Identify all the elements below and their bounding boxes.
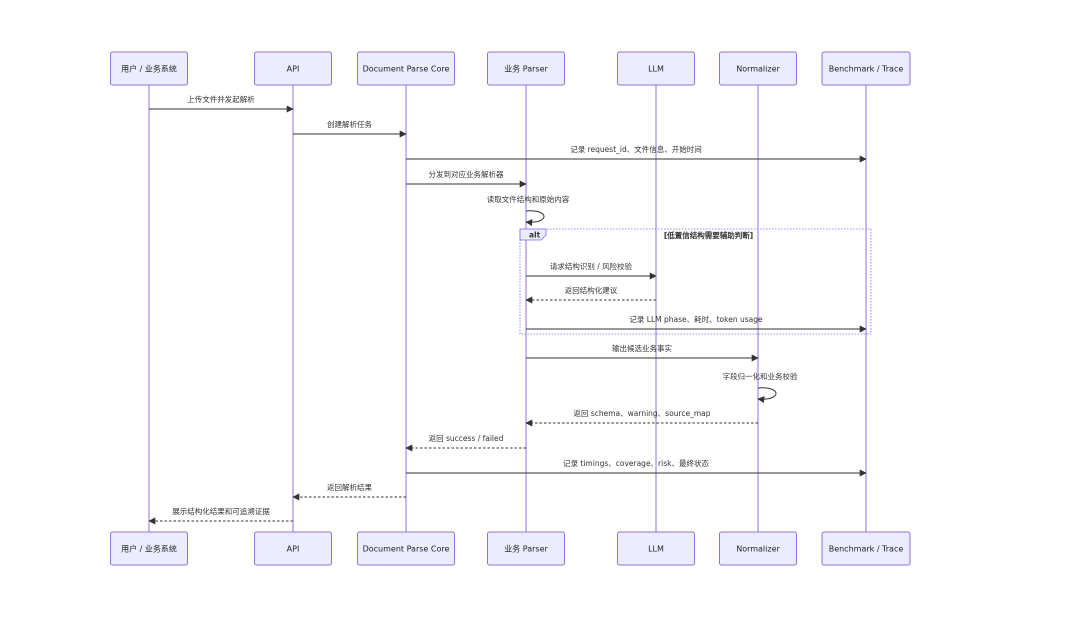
message-label: 上传文件并发起解析 (187, 94, 255, 104)
message-12: 返回 success / failed (405, 434, 526, 452)
message-15: 展示结构化结果和可追溯证据 (148, 506, 293, 525)
alt-keyword: alt (529, 231, 541, 240)
actor-bench-top: Benchmark / Trace (821, 51, 911, 86)
actor-user-top: 用户 / 业务系统 (110, 51, 188, 86)
actor-label: 业务 Parser (504, 64, 548, 74)
message-1: 上传文件并发起解析 (149, 94, 294, 113)
message-13: 记录 timings、coverage、risk、最终状态 (406, 458, 867, 477)
actor-box (357, 531, 455, 566)
message-label: 返回 schema、warning、source_map (573, 409, 710, 418)
message-5: 读取文件结构和原始内容 (487, 194, 570, 227)
alt-block: alt [低置信结构需要辅助判断] (519, 228, 872, 335)
message-label: 返回结构化建议 (565, 285, 618, 295)
message-label: 展示结构化结果和可追溯证据 (172, 506, 270, 516)
actor-label: 用户 / 业务系统 (121, 544, 177, 554)
self-message-arrow (757, 387, 777, 404)
message-label: 请求结构识别 / 风险校验 (550, 261, 633, 271)
actor-user-bottom: 用户 / 业务系统 (110, 531, 188, 566)
actor-norm-top: Normalizer (719, 51, 797, 86)
actor-label: Document Parse Core (363, 545, 450, 554)
message-label: 读取文件结构和原始内容 (487, 194, 570, 204)
message-label: 输出候选业务事实 (612, 343, 672, 353)
message-label: 返回解析结果 (327, 482, 372, 492)
actor-label: Normalizer (736, 545, 780, 554)
actor-norm-bottom: Normalizer (719, 531, 797, 566)
actor-core-bottom: Document Parse Core (357, 531, 455, 566)
actor-box (617, 531, 695, 566)
alt-tab (519, 228, 547, 241)
message-11: 返回 schema、warning、source_map (525, 409, 758, 427)
actor-core-top: Document Parse Core (357, 51, 455, 86)
message-3: 记录 request_id、文件信息、开始时间 (406, 144, 867, 163)
actor-box (487, 51, 565, 86)
actor-label: Benchmark / Trace (829, 65, 904, 74)
message-label: 字段归一化和业务校验 (723, 371, 798, 381)
message-6: 请求结构识别 / 风险校验 (526, 261, 657, 280)
actor-label: Document Parse Core (363, 65, 450, 74)
actor-box (357, 51, 455, 86)
actor-parser-top: 业务 Parser (487, 51, 565, 86)
actor-label: Normalizer (736, 65, 780, 74)
message-2: 创建解析任务 (293, 119, 407, 138)
actor-api-top: API (254, 51, 332, 86)
message-4: 分发到对应业务解析器 (406, 169, 527, 188)
actor-box (254, 51, 332, 86)
self-message-arrow (525, 210, 545, 227)
actor-llm-bottom: LLM (617, 531, 695, 566)
actor-box (617, 51, 695, 86)
actor-box (821, 51, 911, 86)
actor-label: LLM (648, 65, 664, 74)
message-10: 字段归一化和业务校验 (723, 371, 798, 404)
actor-label: API (287, 545, 300, 554)
message-label: 分发到对应业务解析器 (429, 169, 504, 179)
actor-box (110, 531, 188, 566)
message-label: 返回 success / failed (429, 434, 504, 443)
actor-parser-bottom: 业务 Parser (487, 531, 565, 566)
alt-condition: [低置信结构需要辅助判断] (664, 230, 753, 240)
actor-box (719, 51, 797, 86)
actor-label: API (287, 65, 300, 74)
message-label: 记录 LLM phase、耗时、token usage (629, 314, 763, 324)
message-14: 返回解析结果 (292, 482, 406, 501)
message-8: 记录 LLM phase、耗时、token usage (526, 314, 867, 333)
message-label: 记录 timings、coverage、risk、最终状态 (563, 458, 709, 468)
message-9: 输出候选业务事实 (526, 343, 759, 362)
actor-label: LLM (648, 545, 664, 554)
message-7: 返回结构化建议 (525, 285, 656, 304)
actor-box (254, 531, 332, 566)
actor-api-bottom: API (254, 531, 332, 566)
actor-box (719, 531, 797, 566)
actor-label: 业务 Parser (504, 544, 548, 554)
message-label: 记录 request_id、文件信息、开始时间 (570, 144, 702, 154)
actor-box (821, 531, 911, 566)
actor-box (110, 51, 188, 86)
alt-frame (519, 228, 872, 335)
actor-bench-bottom: Benchmark / Trace (821, 531, 911, 566)
actor-llm-top: LLM (617, 51, 695, 86)
message-label: 创建解析任务 (327, 119, 372, 129)
actor-label: 用户 / 业务系统 (121, 64, 177, 74)
actor-label: Benchmark / Trace (829, 545, 904, 554)
actor-box (487, 531, 565, 566)
